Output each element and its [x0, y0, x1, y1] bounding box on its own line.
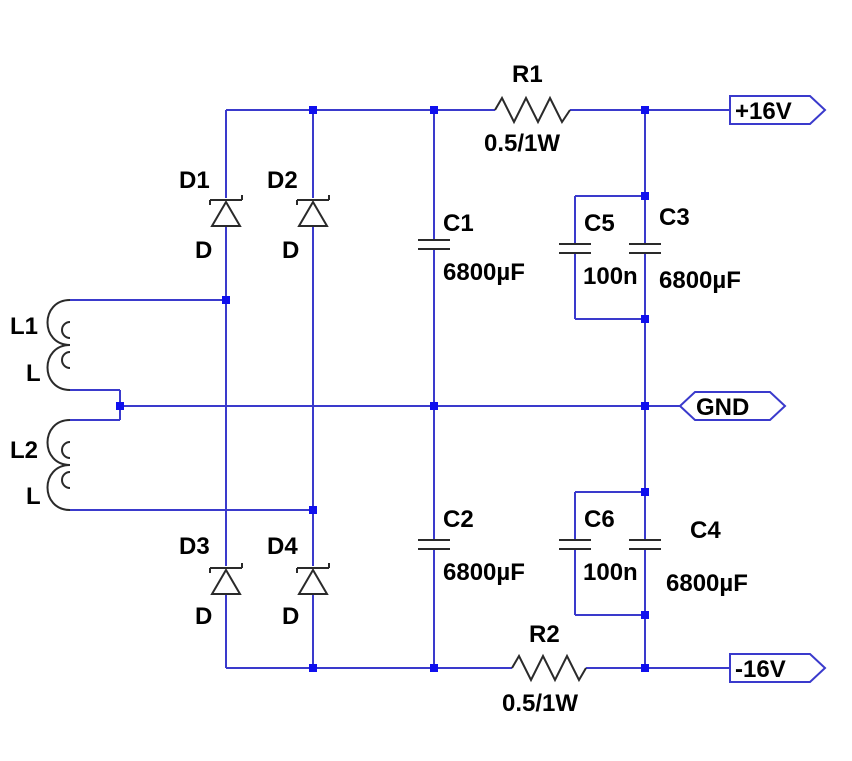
d2-name: D2 — [267, 167, 298, 194]
junction-dot — [641, 315, 649, 323]
c3-name: C3 — [659, 204, 690, 231]
capacitor-c3[interactable] — [629, 243, 661, 254]
wires — [70, 109, 730, 669]
diode-d3[interactable] — [209, 563, 243, 595]
junction-dot — [641, 488, 649, 496]
junction-dot — [222, 296, 230, 304]
d3-value: D — [195, 603, 212, 630]
junction-dot — [641, 192, 649, 200]
component-labels: D1 D D2 D D3 D D4 D L1 L L2 L R1 0.5/1W … — [10, 61, 748, 717]
d4-name: D4 — [267, 533, 298, 560]
d1-value: D — [195, 237, 212, 264]
junction-dot — [309, 506, 317, 514]
d1-name: D1 — [179, 167, 210, 194]
l2-name: L2 — [10, 437, 38, 464]
junction-dot — [309, 106, 317, 114]
c2-name: C2 — [443, 506, 474, 533]
diode-d1[interactable] — [209, 195, 243, 227]
capacitor-c6[interactable] — [559, 539, 591, 550]
c1-name: C1 — [443, 210, 474, 237]
c3-value: 6800µF — [659, 267, 741, 294]
d3-name: D3 — [179, 533, 210, 560]
junction-dot — [116, 402, 124, 410]
junction-dot — [430, 402, 438, 410]
port-ground[interactable]: GND — [678, 391, 787, 421]
junction-dot — [430, 664, 438, 672]
c6-value: 100n — [583, 559, 638, 586]
junction-dot — [641, 611, 649, 619]
c4-name: C4 — [690, 517, 721, 544]
junction-dot — [309, 664, 317, 672]
port-ground-label: GND — [696, 394, 749, 421]
resistor-r2[interactable] — [511, 653, 587, 683]
inductor-l1[interactable] — [46, 299, 71, 391]
junction-dot — [641, 664, 649, 672]
d4-value: D — [282, 603, 299, 630]
capacitor-c4[interactable] — [629, 539, 661, 550]
c5-value: 100n — [583, 263, 638, 290]
r2-value: 0.5/1W — [502, 690, 578, 717]
junctions — [116, 106, 649, 672]
diode-d2[interactable] — [296, 195, 330, 227]
resistor-r1[interactable] — [494, 95, 571, 125]
c6-name: C6 — [584, 506, 615, 533]
inductor-l2[interactable] — [46, 419, 71, 511]
r1-value: 0.5/1W — [484, 130, 560, 157]
junction-dot — [641, 106, 649, 114]
c4-value: 6800µF — [666, 570, 748, 597]
c2-value: 6800µF — [443, 559, 525, 586]
junction-dot — [430, 106, 438, 114]
port-positive-label: +16V — [735, 98, 792, 125]
r1-name: R1 — [512, 61, 543, 88]
port-positive[interactable]: +16V — [729, 95, 827, 125]
capacitor-c1[interactable] — [418, 239, 450, 250]
capacitor-c5[interactable] — [559, 243, 591, 254]
capacitor-c2[interactable] — [418, 539, 450, 550]
d2-value: D — [282, 237, 299, 264]
port-negative-label: -16V — [735, 656, 786, 683]
c5-name: C5 — [584, 210, 615, 237]
l1-name: L1 — [10, 313, 38, 340]
l2-value: L — [26, 483, 41, 510]
c1-value: 6800µF — [443, 259, 525, 286]
port-negative[interactable]: -16V — [729, 653, 827, 683]
diode-d4[interactable] — [296, 563, 330, 595]
r2-name: R2 — [529, 621, 560, 648]
l1-value: L — [26, 360, 41, 387]
junction-dot — [641, 402, 649, 410]
